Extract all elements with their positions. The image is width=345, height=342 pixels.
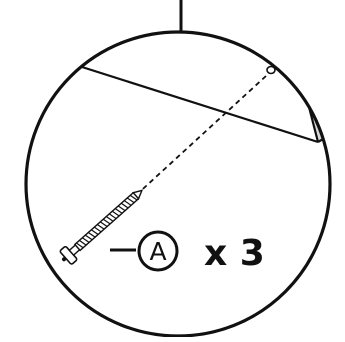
pilot-hole-icon xyxy=(266,65,276,75)
panel-detail xyxy=(59,58,330,144)
panel-top-edge xyxy=(59,58,319,144)
part-quantity: x 3 xyxy=(204,233,265,274)
detail-circle xyxy=(24,30,332,338)
part-letter: A xyxy=(149,237,166,266)
part-callout: A x 3 xyxy=(110,230,265,274)
screw-icon xyxy=(59,189,144,265)
insertion-path xyxy=(132,75,267,199)
part-label-circle xyxy=(137,230,179,272)
